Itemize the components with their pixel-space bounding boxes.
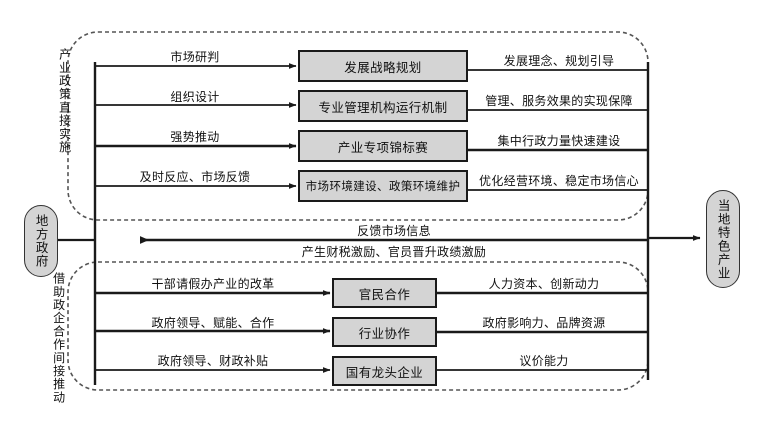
box-management-mechanism[interactable]: 专业管理机构运行机制 — [298, 90, 468, 122]
edge-label-in-indirect-2: 政府领导、财政补贴 — [157, 354, 269, 368]
box-public-private-cooperation[interactable]: 官民合作 — [332, 278, 437, 308]
box-development-strategy[interactable]: 发展战略规划 — [298, 50, 468, 82]
box-industry-collaboration[interactable]: 行业协作 — [332, 317, 437, 347]
group-label-indirect: 借助政企合作间接推动 — [51, 272, 66, 404]
edge-label-out-direct-2: 集中行政力量快速建设 — [497, 134, 621, 148]
edge-label-in-direct-0: 市场研判 — [170, 50, 220, 64]
feedback-bottom-label: 产生财税激励、官员晋升政绩激励 — [301, 245, 487, 259]
node-local-industry-label: 当地特色产业 — [715, 198, 731, 280]
box-state-owned-leading-enterprise[interactable]: 国有龙头企业 — [332, 356, 437, 386]
box-industry-tournament[interactable]: 产业专项锦标赛 — [298, 130, 468, 162]
group-boundary-indirect — [67, 261, 649, 391]
edge-label-in-indirect-0: 干部请假办产业的改革 — [151, 277, 275, 291]
edge-label-in-direct-3: 及时反应、市场反馈 — [139, 170, 251, 184]
node-local-government[interactable]: 地方政府 — [24, 205, 58, 277]
feedback-top-label: 反馈市场信息 — [357, 224, 431, 238]
node-local-government-label: 地方政府 — [33, 214, 49, 268]
group-label-direct: 产业政策直接实施 — [57, 48, 72, 154]
node-local-industry[interactable]: 当地特色产业 — [706, 190, 740, 288]
edge-label-in-indirect-1: 政府领导、赋能、合作 — [151, 316, 275, 330]
edge-label-out-direct-0: 发展理念、规划引导 — [503, 54, 615, 68]
box-market-environment[interactable]: 市场环境建设、政策环境维护 — [298, 170, 468, 202]
edge-label-out-indirect-2: 议价能力 — [519, 354, 569, 368]
edge-label-in-direct-2: 强势推动 — [170, 130, 220, 144]
edge-label-out-indirect-1: 政府影响力、品牌资源 — [482, 316, 606, 330]
edge-label-in-direct-1: 组织设计 — [170, 90, 220, 104]
edge-label-out-direct-3: 优化经营环境、稳定市场信心 — [479, 174, 639, 188]
edge-label-out-indirect-0: 人力资本、创新动力 — [488, 277, 600, 291]
edge-label-out-direct-1: 管理、服务效果的实现保障 — [485, 94, 633, 108]
